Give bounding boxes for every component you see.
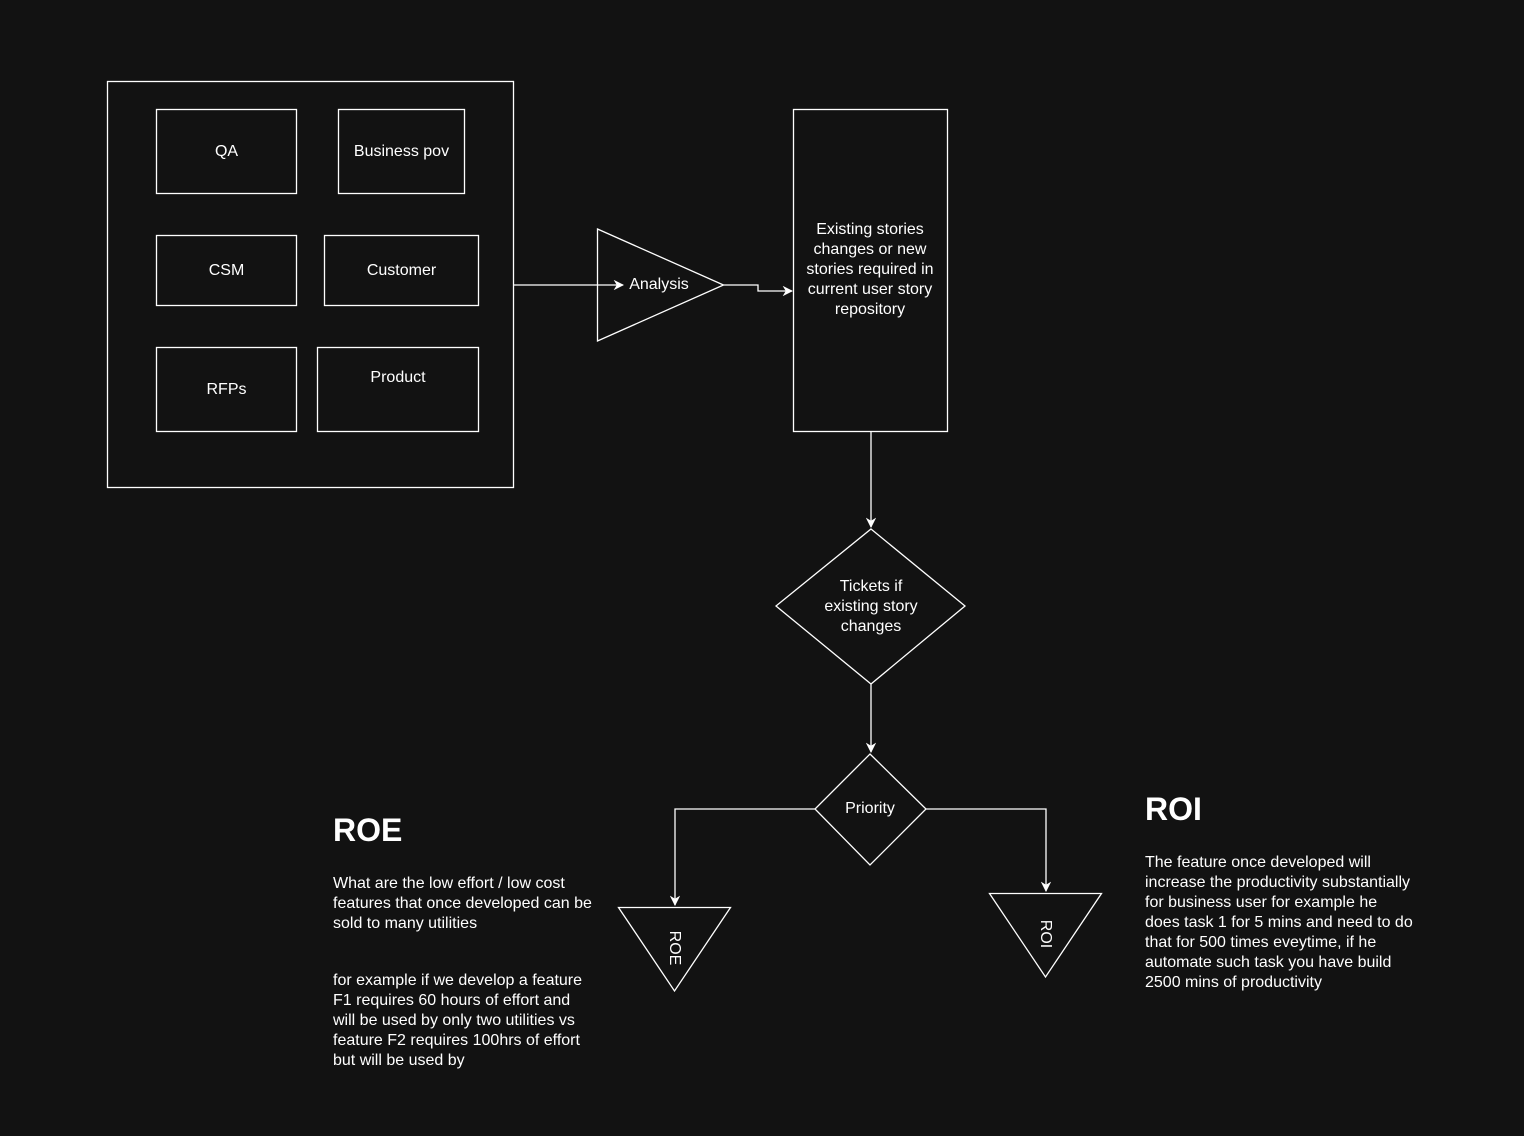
product-label: Product — [370, 369, 426, 386]
roe-heading: ROE — [333, 812, 403, 848]
roe-description: What are the low effort / low cost featu… — [333, 875, 592, 932]
connector-priority-to-roe[interactable] — [669, 808, 815, 907]
connector-priority-to-roi[interactable] — [926, 808, 1052, 893]
analysis-label: Analysis — [629, 276, 689, 293]
roe-triangle-label: ROE — [666, 931, 683, 966]
product-box[interactable] — [316, 346, 480, 433]
csm-box[interactable] — [155, 234, 298, 307]
customer-label: Customer — [366, 261, 437, 279]
repository-label: Existing stories changes or new stories … — [806, 221, 934, 318]
qa-label: QA — [214, 142, 239, 160]
tickets-label: Tickets if existing story changes — [824, 578, 918, 635]
priority-diamond[interactable] — [814, 753, 927, 866]
customer-box[interactable] — [323, 234, 480, 307]
qa-box[interactable] — [155, 108, 298, 195]
roi-triangle-label: ROI — [1037, 920, 1054, 948]
roe-example: for example if we develop a feature F1 r… — [333, 972, 583, 1069]
repository-box[interactable] — [792, 108, 949, 433]
business-pov-label: Business pov — [353, 142, 450, 160]
rfps-label: RFPs — [206, 380, 247, 398]
roe-triangle[interactable] — [617, 906, 732, 993]
sources-container[interactable] — [106, 80, 515, 489]
roi-heading: ROI — [1145, 791, 1202, 827]
roi-triangle[interactable] — [988, 892, 1103, 979]
priority-label: Priority — [845, 800, 895, 817]
csm-label: CSM — [208, 261, 245, 279]
connector-analysis-to-repository[interactable] — [723, 284, 794, 297]
roi-description: The feature once developed will increase… — [1145, 854, 1413, 991]
business-pov-box[interactable] — [337, 108, 466, 195]
rfps-box[interactable] — [155, 346, 298, 433]
